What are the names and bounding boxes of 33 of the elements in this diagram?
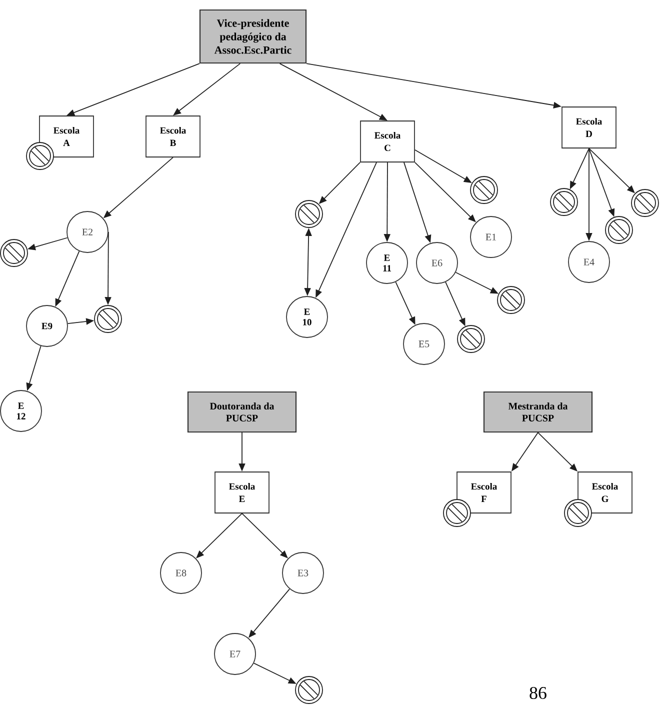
header-box: Vice-presidente pedagógico da Assoc.Esc.Partic — [199, 9, 307, 64]
prohibition-icon — [631, 189, 659, 217]
prohibition-icon — [94, 305, 122, 333]
prohibition-icon — [295, 200, 323, 228]
school-box: Escola E — [214, 472, 270, 514]
header-box: Doutoranda da PUCSP — [187, 391, 297, 433]
circle-node: E 12 — [0, 390, 42, 432]
prohibition-icon — [470, 176, 498, 204]
circle-node: E 11 — [366, 242, 408, 284]
prohibition-icon — [497, 286, 525, 314]
circle-node: E4 — [568, 241, 610, 283]
prohibition-icon — [550, 188, 578, 216]
circle-node: E3 — [282, 552, 324, 594]
circle-node: E8 — [160, 552, 202, 594]
circle-node: E 10 — [286, 296, 328, 338]
prohibition-icon — [605, 216, 633, 244]
school-box: Escola D — [562, 106, 616, 148]
circle-node: E6 — [416, 242, 458, 284]
circle-node: E7 — [214, 633, 256, 675]
header-box: Mestranda da PUCSP — [483, 391, 593, 433]
school-box: Escola A — [39, 116, 94, 158]
prohibition-icon — [0, 239, 28, 267]
school-box: Escola B — [146, 116, 200, 158]
page-number: 86 — [530, 686, 546, 700]
school-box: Escola F — [456, 472, 512, 514]
circle-node: E2 — [66, 211, 108, 253]
circle-node: E9 — [26, 305, 68, 347]
school-box: Escola C — [360, 120, 415, 162]
circle-node: E1 — [470, 216, 512, 258]
circle-node: E5 — [403, 323, 445, 365]
prohibition-icon — [295, 676, 323, 704]
school-box: Escola G — [578, 472, 632, 514]
prohibition-icon — [457, 325, 485, 353]
